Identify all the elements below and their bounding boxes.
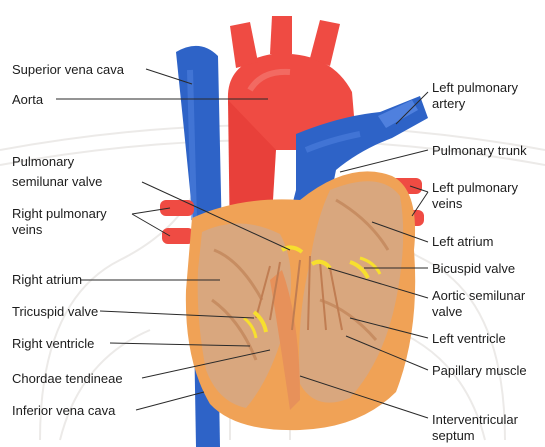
right-pulmonary-veins bbox=[160, 200, 194, 244]
label-aortic-semilunar-valve-line2: valve bbox=[432, 304, 462, 319]
label-pulmonary-semilunar-valve-line2: semilunar valve bbox=[12, 174, 102, 189]
label-inferior-vena-cava: Inferior vena cava bbox=[12, 403, 116, 418]
label-left-pulmonary-artery-line1: Left pulmonary bbox=[432, 80, 518, 95]
label-left-ventricle: Left ventricle bbox=[432, 331, 506, 346]
label-tricuspid-valve: Tricuspid valve bbox=[12, 304, 98, 319]
label-pulmonary-semilunar-valve-line1: Pulmonary bbox=[12, 154, 75, 169]
label-left-pulmonary-veins-line2: veins bbox=[432, 196, 463, 211]
label-papillary-muscle: Papillary muscle bbox=[432, 363, 527, 378]
label-interventricular-septum-line2: septum bbox=[432, 428, 475, 443]
label-right-pulmonary-veins-line2: veins bbox=[12, 222, 43, 237]
label-left-atrium: Left atrium bbox=[432, 234, 493, 249]
label-left-pulmonary-veins-line1: Left pulmonary bbox=[432, 180, 518, 195]
label-right-ventricle: Right ventricle bbox=[12, 336, 94, 351]
label-bicuspid-valve: Bicuspid valve bbox=[432, 261, 515, 276]
labels-left: Superior vena cava Aorta Pulmonary semil… bbox=[12, 62, 125, 418]
label-aorta: Aorta bbox=[12, 92, 44, 107]
label-superior-vena-cava: Superior vena cava bbox=[12, 62, 125, 77]
label-right-pulmonary-veins-line1: Right pulmonary bbox=[12, 206, 107, 221]
label-left-pulmonary-artery-line2: artery bbox=[432, 96, 466, 111]
label-interventricular-septum-line1: Interventricular bbox=[432, 412, 519, 427]
label-chordae-tendineae: Chordae tendineae bbox=[12, 371, 123, 386]
label-aortic-semilunar-valve-line1: Aortic semilunar bbox=[432, 288, 526, 303]
label-pulmonary-trunk: Pulmonary trunk bbox=[432, 143, 527, 158]
label-right-atrium: Right atrium bbox=[12, 272, 82, 287]
